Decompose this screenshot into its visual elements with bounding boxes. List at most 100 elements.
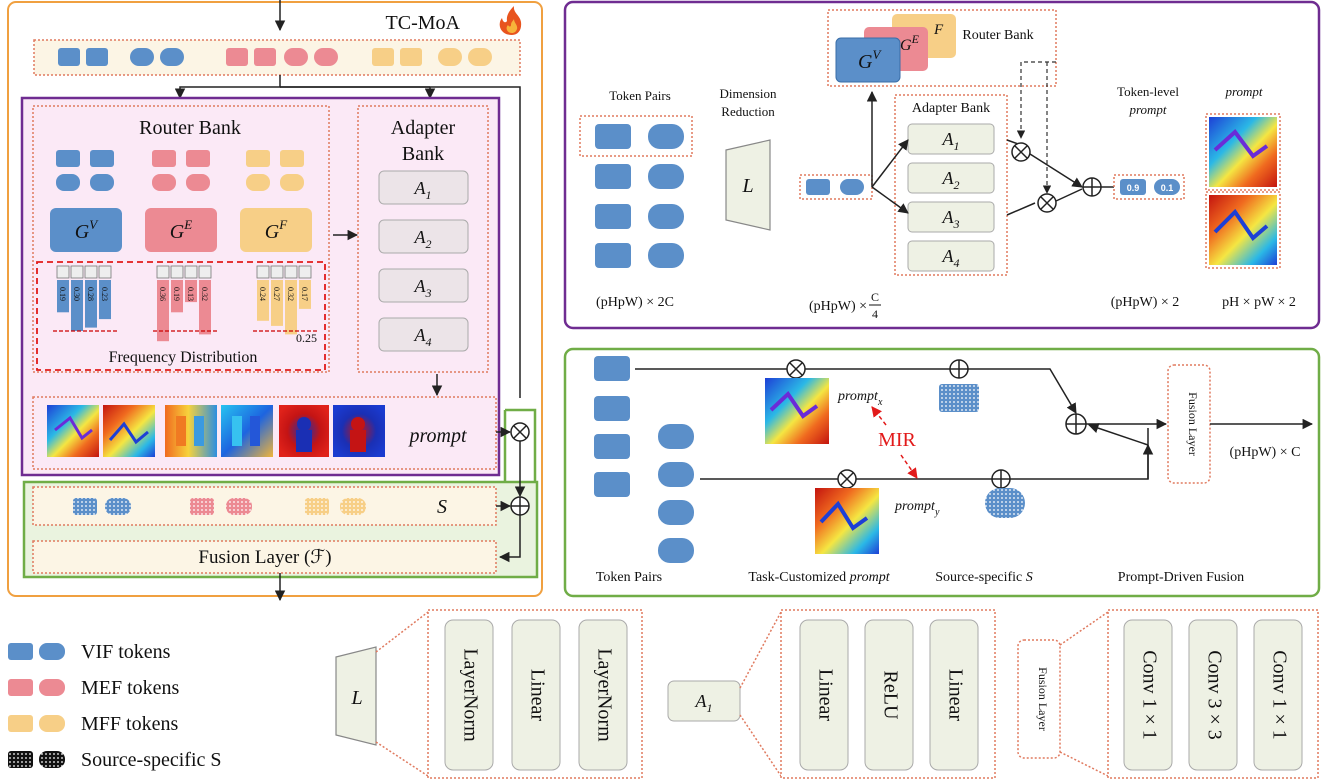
fusion-module-label: Fusion Layer (1036, 667, 1050, 731)
input-token-strip (33, 39, 521, 76)
freq-checkbox (70, 265, 84, 279)
layer-box (1188, 619, 1238, 771)
freq-bar (299, 280, 311, 309)
tc-moa-panel: TC-MoA R (7, 0, 543, 602)
adapter-box-2 (378, 219, 469, 254)
token-pairs-mid (594, 356, 694, 563)
legend-swatch-rect (8, 715, 33, 732)
freq-checkbox (284, 265, 298, 279)
freq-checkbox (56, 265, 70, 279)
freq-bar (257, 280, 269, 321)
caption-token-pairs: Token Pairs (596, 570, 662, 585)
layer-box (929, 619, 979, 771)
freq-checkbox (170, 265, 184, 279)
freq-value: 0.19 (172, 287, 181, 301)
legend-swatch-oval (39, 643, 65, 660)
layer-box (578, 619, 628, 771)
freq-bar (185, 280, 197, 303)
dim-out-label: (pHpW) × C (1230, 445, 1301, 460)
prompt-maps-title: prompt (1224, 84, 1262, 99)
freq-checkbox (198, 265, 212, 279)
freq-checkbox (98, 265, 112, 279)
fire-icon (499, 6, 522, 35)
mir-label: MIR (878, 429, 916, 451)
layer-label: ReLU (879, 671, 901, 720)
add-op-icon (510, 496, 530, 516)
fusion-detail-panel: promptx prompty MIR Fusion Layer (pHpW) … (563, 347, 1321, 598)
dim-label-2: (pHpW) × (809, 299, 867, 314)
fusion-layer-mid-label: Fusion Layer (1186, 392, 1200, 456)
freq-checkbox (270, 265, 284, 279)
layer-box (864, 619, 914, 771)
token-level-prompt: Token-level prompt 0.9 0.1 (1113, 84, 1185, 200)
mir-annotation: MIR (871, 406, 918, 479)
frequency-threshold-label: 0.25 (296, 331, 317, 345)
adapter-top-label-1: A1 (942, 129, 960, 153)
freq-checkbox (256, 265, 270, 279)
add-op-icon (991, 469, 1011, 489)
adapter-bank-top-title: Adapter Bank (912, 101, 990, 116)
freq-value: 0.30 (72, 287, 81, 301)
adapter-top-label-2: A2 (942, 168, 960, 192)
freq-value: 0.36 (158, 287, 167, 301)
caption-source-specific: Source-specific S (935, 570, 1033, 585)
freq-bar (171, 280, 183, 313)
dim-label-3: (pHpW) × 2 (1111, 295, 1180, 310)
gate-f-sup: F (933, 22, 944, 38)
freq-bar (57, 280, 69, 313)
tc-moa-title: TC-MoA (386, 12, 461, 34)
router-bank-title: Router Bank (139, 117, 241, 139)
l-module-label: L (350, 687, 362, 709)
frequency-distribution-title: Frequency Distribution (109, 349, 258, 366)
freq-checkbox (298, 265, 312, 279)
freq-bar (157, 280, 169, 342)
dimension-reduction-block: L (725, 139, 771, 231)
adapter-top-box-3 (907, 201, 995, 233)
layer-box (1253, 619, 1303, 771)
freq-bar (85, 280, 97, 328)
token-level-line2: prompt (1128, 102, 1166, 117)
gate-label-f: GF (265, 217, 288, 243)
dim-label-1: (pHpW) × 2C (596, 295, 674, 310)
layer-label: Conv 1 × 1 (1268, 650, 1290, 740)
fusion-layer-mid: Fusion Layer (1167, 364, 1211, 484)
router-bank-top-title: Router Bank (962, 28, 1033, 43)
gate-box-e (145, 208, 217, 252)
add-op-icon (1065, 413, 1087, 435)
s-token-oval (985, 488, 1025, 518)
a1-module-label: A1 (695, 691, 713, 715)
adapter-top-box-1 (907, 123, 995, 155)
caption-prompt-driven-fusion: Prompt-Driven Fusion (1118, 570, 1244, 585)
freq-value: 0.23 (100, 287, 109, 301)
dimension-reduction-line2: Reduction (721, 104, 775, 119)
fusion-module: Fusion Layer Conv 1 × 1 Conv 3 × 3 Conv 1 … (1017, 609, 1319, 779)
router-token-icons (56, 150, 304, 191)
dim-label-2-den: 4 (872, 307, 878, 321)
dim-label-4: pH × pW × 2 (1222, 295, 1296, 310)
freq-bar (285, 280, 297, 335)
layer-label: Conv 1 × 1 (1138, 650, 1160, 740)
freq-bar (99, 280, 111, 320)
caption-task-customized: Task-Customized prompt (748, 570, 890, 585)
prompt-x-label: promptx (837, 389, 883, 408)
token-pairs-top (579, 115, 693, 268)
add-op-icon (949, 359, 969, 379)
gate-box-f (240, 208, 312, 252)
adapter-top-label-4: A4 (942, 246, 960, 270)
layer-label: Conv 3 × 3 (1203, 650, 1225, 740)
freq-bar (71, 280, 83, 331)
freq-value: 0.13 (186, 287, 195, 301)
prompt-y-label: prompty (894, 499, 940, 518)
legend-label: MFF tokens (81, 713, 178, 735)
adapter-bank-title-line2: Bank (402, 143, 444, 165)
adapter-box-3 (378, 268, 469, 303)
legend-label: VIF tokens (81, 641, 171, 663)
multiply-op-icon (1037, 193, 1057, 213)
add-op-icon (1082, 177, 1102, 197)
